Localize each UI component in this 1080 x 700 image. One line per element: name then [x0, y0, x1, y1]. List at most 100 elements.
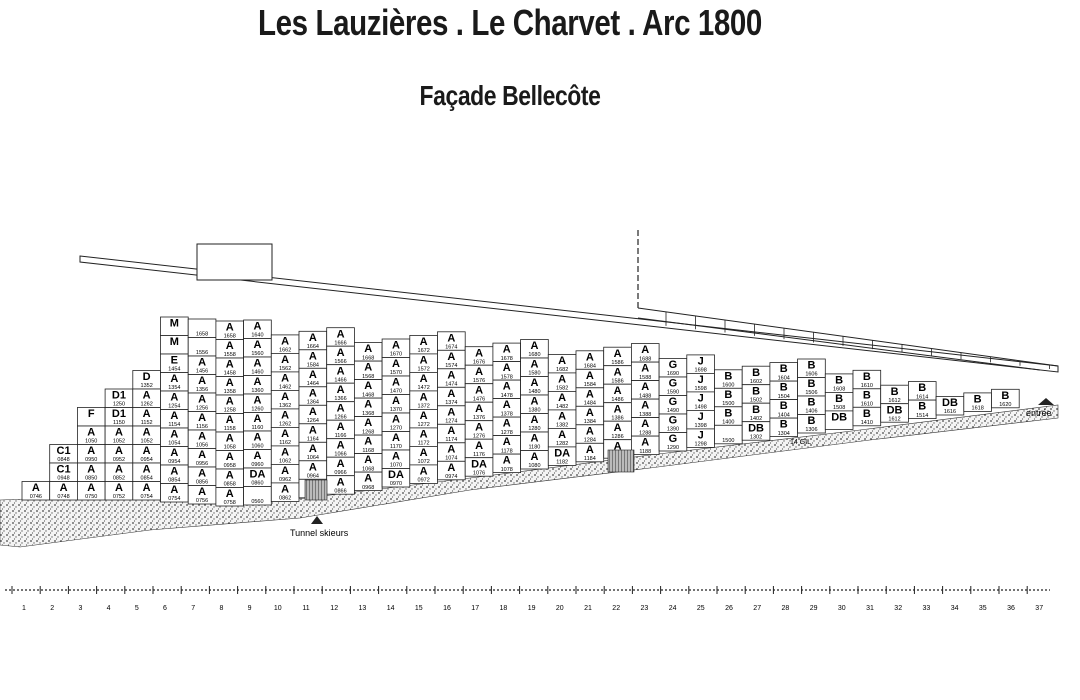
- apartment-number-label: 0854: [141, 476, 153, 482]
- apartment-number-label: 0970: [390, 481, 402, 487]
- apartment-number-label: 1566: [334, 359, 346, 365]
- scale-tick-label: 16: [443, 605, 451, 612]
- apartment-type-label: A: [281, 354, 289, 366]
- apartment-number-label: 1400: [722, 419, 734, 425]
- apartment-type-label: A: [420, 410, 428, 422]
- apartment-number-label: 1376: [473, 415, 485, 421]
- apartment-type-label: A: [586, 351, 594, 363]
- apartment-number-label: 1274: [445, 418, 457, 424]
- apartment-number-label: 1610: [861, 383, 873, 389]
- apartment-type-label: A: [475, 366, 483, 378]
- apartment-number-label: 1184: [584, 456, 596, 462]
- apartment-number-label: 1560: [251, 351, 263, 357]
- apartment-type-label: A: [226, 451, 234, 463]
- apartment-type-label: A: [281, 336, 289, 348]
- apartment-number-label: 1482: [556, 404, 568, 410]
- apartment-type-label: A: [253, 413, 261, 425]
- apartment-type-label: A: [170, 392, 178, 404]
- apartment-number-label: 1284: [584, 437, 596, 443]
- scale-tick-label: 24: [669, 605, 677, 612]
- apartment-type-label: B: [752, 385, 760, 397]
- apartment-number-label: 1256: [196, 406, 208, 412]
- apartment-type-label: B: [780, 419, 788, 431]
- apartment-type-label: A: [364, 343, 372, 355]
- apartment-number-label: 1290: [667, 445, 679, 451]
- apartment-type-label: A: [641, 418, 649, 430]
- apartment-number-label: 1258: [224, 408, 236, 414]
- apartment-type-label: A: [586, 425, 594, 437]
- apartment-type-label: A: [170, 429, 178, 441]
- apartment-type-label: DB: [831, 412, 847, 424]
- apartment-type-label: A: [170, 466, 178, 478]
- apartment-number-label: 1662: [279, 348, 291, 354]
- apartment-number-label: 1486: [611, 397, 623, 403]
- apartment-number-label: 1056: [196, 443, 208, 449]
- apartment-number-label: 0968: [362, 485, 374, 491]
- apartment-number-label: 1174: [445, 437, 457, 443]
- apartment-type-label: A: [309, 387, 317, 399]
- apartment-cell: [991, 388, 1020, 409]
- apartment-number-label: 0954: [168, 459, 180, 465]
- apartment-number-label: 1406: [805, 409, 817, 415]
- scale-tick-label: 26: [725, 605, 733, 612]
- apartment-number-label: 0948: [57, 476, 69, 482]
- apartment-number-label: 0950: [85, 457, 97, 463]
- scale-tick-label: 28: [782, 605, 790, 612]
- apartment-number-label: 1298: [695, 442, 707, 448]
- apartment-number-label: 1302: [750, 434, 762, 440]
- apartment-type-label: A: [309, 406, 317, 418]
- apartment-type-label: B: [918, 382, 926, 394]
- apartment-number-label: 1382: [556, 423, 568, 429]
- apartment-type-label: B: [807, 360, 815, 372]
- apartment-type-label: A: [253, 339, 261, 351]
- hatched-block-left: [304, 479, 328, 501]
- apartment-type-label: A: [475, 347, 483, 359]
- apartment-type-label: DB: [942, 397, 958, 409]
- apartment-number-label: 1688: [639, 356, 651, 362]
- apartment-number-label: 1658: [196, 332, 208, 338]
- apartment-type-label: A: [503, 344, 511, 356]
- apartment-number-label: 1472: [418, 385, 430, 391]
- apartment-number-label: 1658: [224, 334, 236, 340]
- apartment-number-label: 1606: [805, 372, 817, 378]
- apartment-number-label: 0752: [113, 494, 125, 500]
- apartment-type-label: A: [641, 400, 649, 412]
- apartment-type-label: A: [309, 424, 317, 436]
- apartment-number-label: 1188: [639, 449, 651, 455]
- apartment-type-label: A: [420, 466, 428, 478]
- apartment-number-label: 1076: [473, 470, 485, 476]
- apartment-number-label: 1380: [528, 408, 540, 414]
- apartment-type-label: A: [503, 418, 511, 430]
- apartment-number-label: 1388: [639, 412, 651, 418]
- apartment-type-label: A: [60, 482, 68, 494]
- apartment-number-label: 1264: [307, 418, 319, 424]
- apartment-number-label: 1378: [501, 411, 513, 417]
- apartment-type-label: J: [698, 393, 704, 405]
- apartment-number-label: 1676: [473, 359, 485, 365]
- apartment-number-label: 1156: [196, 424, 208, 430]
- apartment-number-label: 1684: [584, 363, 596, 369]
- apartment-type-label: A: [337, 384, 345, 396]
- apartment-type-label: B: [807, 397, 815, 409]
- apartment-type-label: A: [530, 396, 538, 408]
- apartment-type-label: A: [170, 410, 178, 422]
- apartment-number-label: 1466: [334, 377, 346, 383]
- scale-tick-label: 14: [387, 605, 395, 612]
- apartment-type-label: A: [281, 391, 289, 403]
- apartment-number-label: 1454: [168, 367, 180, 373]
- apartment-number-label: 0854: [168, 478, 180, 484]
- apartment-type-label: B: [974, 394, 982, 406]
- apartment-number-label: 1490: [667, 408, 679, 414]
- apartment-type-label: A: [198, 431, 206, 443]
- scale-tick-label: 22: [612, 605, 620, 612]
- entrance-marker-icon: [1038, 398, 1054, 405]
- apartment-type-label: B: [807, 378, 815, 390]
- apartment-type-label: A: [253, 358, 261, 370]
- apartment-number-label: 1374: [445, 400, 457, 406]
- apartment-type-label: A: [614, 385, 622, 397]
- apartment-type-label: A: [115, 445, 123, 457]
- apartment-type-label: A: [530, 451, 538, 463]
- apartment-type-label: A: [253, 432, 261, 444]
- apartment-number-label: 1468: [362, 392, 374, 398]
- apartment-type-label: A: [337, 458, 345, 470]
